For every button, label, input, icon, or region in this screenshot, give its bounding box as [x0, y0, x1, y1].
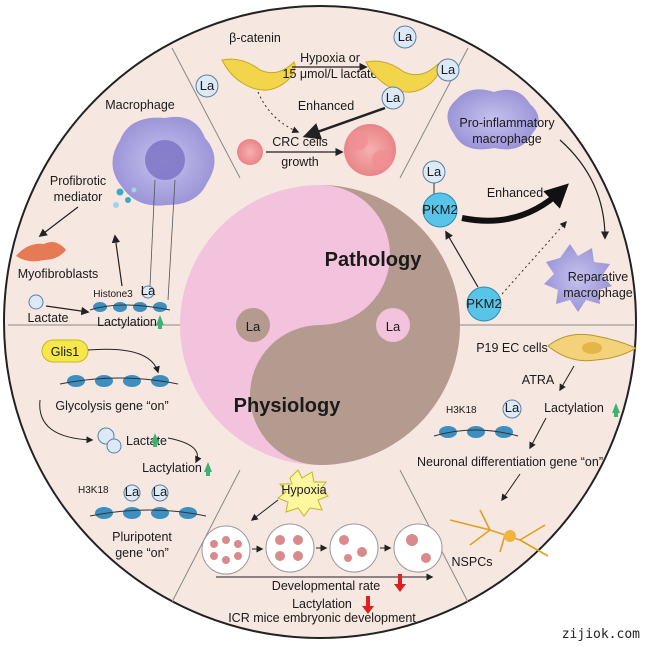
- crc-cell-small: [237, 139, 263, 165]
- watermark: zijiok.com: [561, 627, 640, 642]
- pro-inflam-label-2: macrophage: [472, 132, 542, 146]
- atra-label: ATRA: [522, 373, 555, 387]
- lactate-label: Lactate: [27, 311, 68, 325]
- h3k18-label: H3K18: [446, 405, 477, 416]
- reparative-label-1: Reparative: [568, 270, 628, 284]
- nspcs-label: NSPCs: [452, 555, 493, 569]
- neuronal-gene-label: Neuronal differentiation gene “on”: [417, 455, 603, 469]
- pathology-label: Pathology: [325, 249, 423, 271]
- center-right-la: La: [386, 319, 401, 334]
- enhanced-label: Enhanced: [298, 99, 354, 113]
- svg-text:PKM2: PKM2: [422, 202, 457, 217]
- p19-label: P19 EC cells: [476, 341, 548, 355]
- beta-catenin-shape: [221, 58, 296, 91]
- chromatin-beads: [439, 426, 513, 438]
- up-arrow-icon: [204, 462, 212, 476]
- center-left-la: La: [246, 319, 261, 334]
- top-left-sector: Macrophage Profibrotic mediator Myofibro…: [16, 98, 215, 329]
- down-arrow-icon: [394, 574, 406, 592]
- down-arrow-icon: [362, 596, 374, 614]
- svg-text:La: La: [153, 484, 168, 499]
- svg-text:La: La: [386, 90, 401, 105]
- up-arrow-icon: [612, 403, 620, 417]
- glycolysis-label: Glycolysis gene “on”: [55, 399, 168, 413]
- pkm2-lactylated: [422, 192, 458, 228]
- glis1-label: Glis1: [51, 345, 80, 359]
- myofibroblasts-label: Myofibroblasts: [18, 267, 99, 281]
- bottom-left-sector: Glis1 Glycolysis gene “on” Lactate Lacty…: [39, 339, 212, 560]
- icr-label: ICR mice embryonic development: [228, 611, 416, 625]
- yin-yang: [180, 185, 460, 465]
- svg-text:La: La: [200, 78, 215, 93]
- la-bubble: [195, 74, 219, 98]
- crc-cell-cluster: [344, 124, 396, 176]
- up-arrow-icon: [151, 433, 159, 447]
- developmental-rate-label: Developmental rate: [272, 579, 380, 593]
- pluripotent-label-1: Pluripotent: [112, 530, 172, 544]
- lactate-label: Lactate: [126, 434, 167, 448]
- svg-text:La: La: [505, 400, 520, 415]
- lactylation-label: Lactylation: [142, 461, 202, 475]
- up-arrow-icon: [156, 315, 164, 329]
- embryo-stages: [201, 523, 443, 575]
- pkm2: [466, 286, 502, 322]
- svg-text:PKM2: PKM2: [466, 296, 501, 311]
- hypoxia-label: Hypoxia: [281, 483, 326, 497]
- svg-text:La: La: [398, 29, 413, 44]
- macrophage-label: Macrophage: [105, 98, 175, 112]
- lactylation-label: Lactylation: [292, 597, 352, 611]
- svg-text:La: La: [141, 283, 156, 298]
- pro-inflammatory-macrophage: [447, 89, 539, 150]
- crc-label-1: CRC cells: [272, 135, 328, 149]
- histone-beads: [93, 302, 167, 312]
- svg-text:La: La: [441, 62, 456, 77]
- bottom-sector: Hypoxia Developmental rate Lactylation I…: [201, 469, 443, 625]
- center-left-dot: [236, 308, 270, 342]
- beta-catenin-label: β-catenin: [229, 31, 281, 45]
- lactylation-label: Lactylation: [97, 315, 157, 329]
- profibrotic-label-1: Profibrotic: [50, 174, 106, 188]
- reparative-macrophage: [544, 244, 612, 312]
- reparative-label-2: macrophage: [563, 286, 633, 300]
- center-right-dot: [376, 308, 410, 342]
- lactate-dose-label: 15 μmol/L lactate: [283, 67, 378, 81]
- hypoxia-or-label: Hypoxia or: [300, 51, 360, 65]
- top-right-sector: Pro-inflammatory macrophage La PKM2 Enha…: [422, 89, 633, 322]
- myofibroblast-cell: [16, 242, 66, 262]
- histone3-label: Histone3: [93, 289, 133, 300]
- svg-text:La: La: [125, 484, 140, 499]
- crc-label-2: growth: [281, 155, 319, 169]
- la-bubble: [393, 25, 417, 49]
- enhanced-label: Enhanced: [487, 186, 543, 200]
- hypoxia-burst: [276, 469, 330, 517]
- la-bubble: [381, 86, 405, 110]
- top-sector: β-catenin La Hypoxia or 15 μmol/L lactat…: [195, 25, 460, 176]
- lactylation-label: Lactylation: [544, 401, 604, 415]
- la-bubble: [436, 58, 460, 82]
- pro-inflam-label-1: Pro-inflammatory: [459, 116, 555, 130]
- physiology-label: Physiology: [234, 395, 342, 417]
- bottom-right-sector: P19 EC cells ATRA Lactylation H3K18 La N…: [417, 333, 638, 569]
- profibrotic-label-2: mediator: [54, 190, 103, 204]
- glis1-badge: [41, 339, 89, 363]
- h3k18-label: H3K18: [78, 485, 109, 496]
- pluripotent-label-2: gene “on”: [115, 546, 169, 560]
- svg-text:La: La: [427, 164, 442, 179]
